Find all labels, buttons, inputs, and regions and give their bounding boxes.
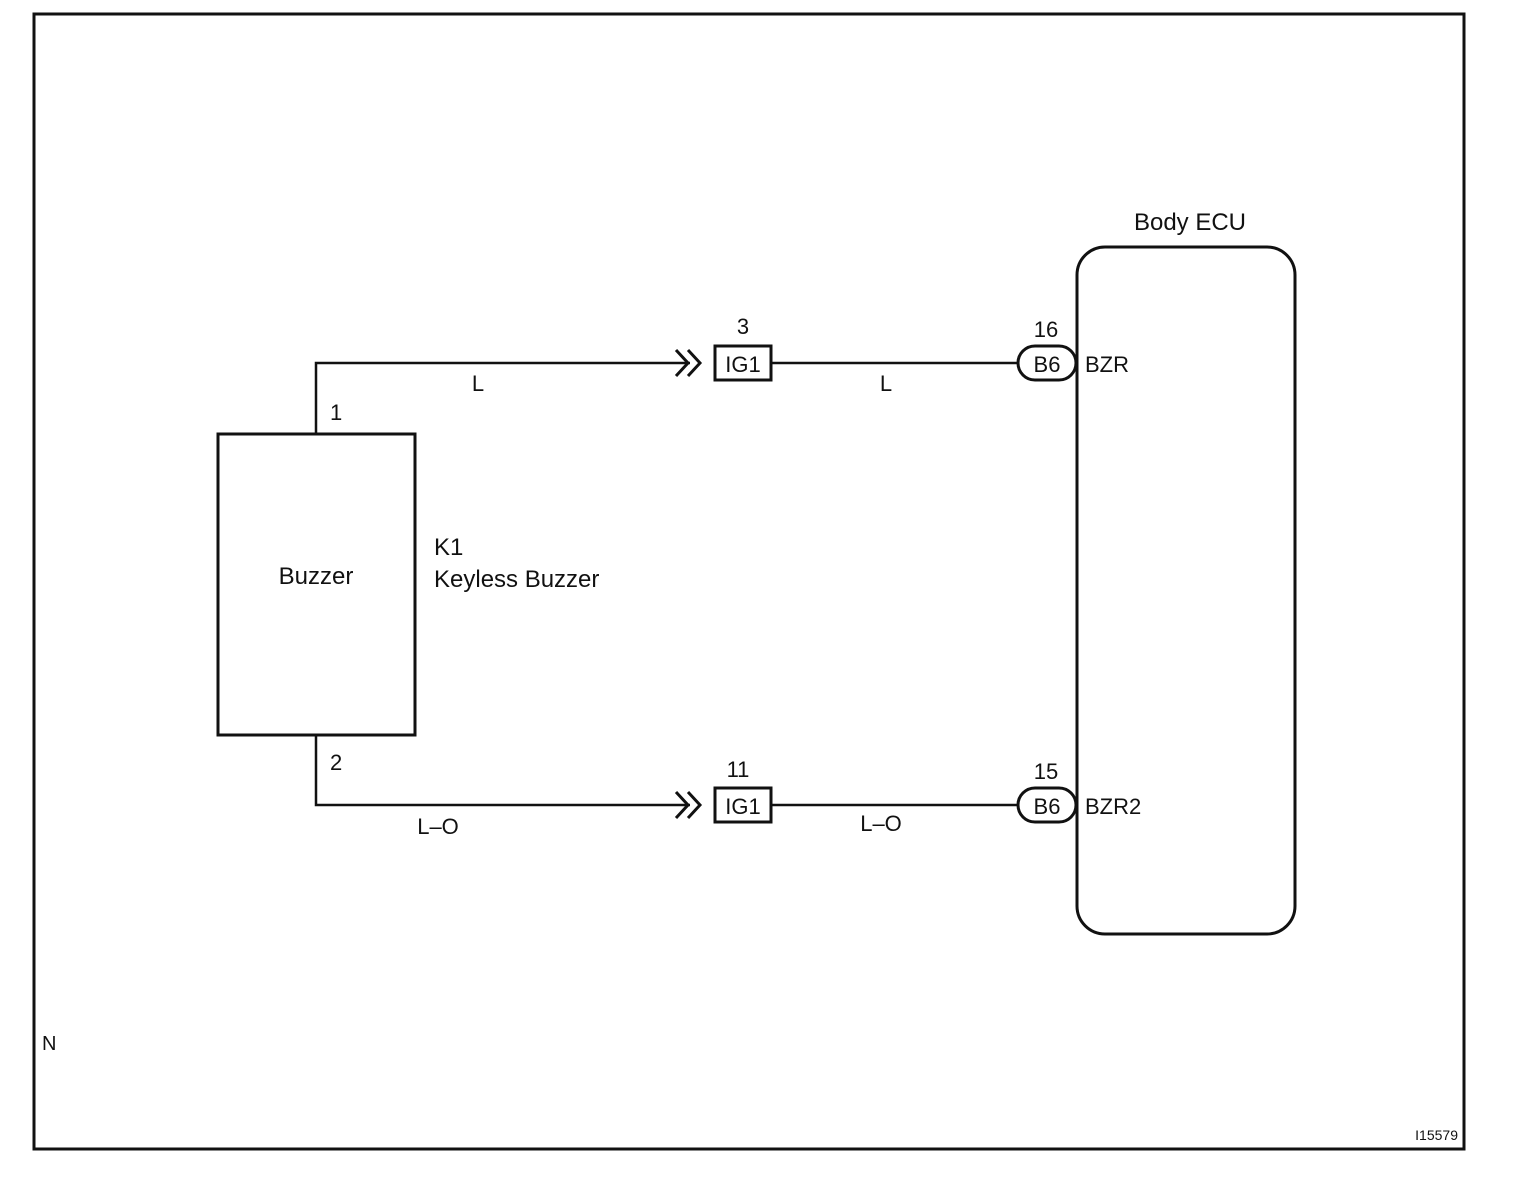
wire-color-bottom-right: L–O — [860, 811, 902, 836]
ecu-connector-b6-top-label: B6 — [1034, 352, 1061, 377]
connector-chevron-bottom-2 — [686, 790, 703, 820]
wire-color-top-left: L — [472, 371, 484, 396]
component-name: Keyless Buzzer — [434, 566, 599, 593]
ecu-terminal-bzr: BZR — [1085, 352, 1129, 377]
wire-color-top-right: L — [880, 371, 892, 396]
ecu-terminal-bzr2: BZR2 — [1085, 794, 1141, 819]
junction-ig1-bottom-label: IG1 — [725, 794, 760, 819]
junction-top-number: 3 — [737, 314, 749, 339]
ecu-connector-b6-bottom — [1016, 786, 1078, 824]
wire-color-bottom-left: L–O — [417, 814, 459, 839]
corner-mark: N — [42, 1033, 56, 1055]
junction-bottom-number: 11 — [727, 757, 750, 782]
pin-1-label: 1 — [330, 400, 342, 425]
wire-bottom-left — [314, 735, 690, 807]
connector-chevron-top-1 — [674, 348, 691, 378]
ecu-pin-15: 15 — [1034, 759, 1058, 784]
junction-ig1-top-label: IG1 — [725, 352, 760, 377]
ecu-connector-b6-bottom-label: B6 — [1034, 794, 1061, 819]
component-code: K1 — [434, 534, 463, 561]
pin-2-label: 2 — [330, 750, 342, 775]
wire-top-left — [314, 361, 690, 434]
ecu-connector-b6-top — [1016, 344, 1078, 382]
connector-chevron-top-2 — [686, 348, 703, 378]
buzzer-box-label: Buzzer — [279, 563, 354, 590]
body-ecu-label: Body ECU — [1134, 209, 1246, 236]
ecu-pin-16: 16 — [1034, 317, 1058, 342]
body-ecu-box — [1075, 245, 1297, 936]
figure-id: I15579 — [1415, 1127, 1458, 1143]
diagram-frame — [32, 12, 1466, 1151]
connector-chevron-bottom-1 — [674, 790, 691, 820]
